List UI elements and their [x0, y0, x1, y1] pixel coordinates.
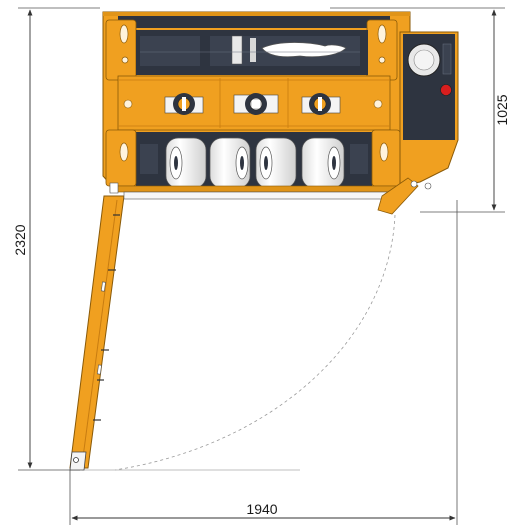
control-cabinet [377, 31, 459, 215]
dimension-height-partial: 1025 [330, 7, 510, 213]
film-roll-1 [165, 137, 207, 189]
width-total-label: 1940 [246, 501, 277, 517]
control-knob-center [233, 93, 279, 115]
control-knob-right [301, 93, 341, 115]
cutter-blade [261, 42, 347, 58]
emergency-stop-button [440, 84, 452, 96]
control-knob-left [164, 93, 204, 115]
dimension-width-total: 1940 [69, 200, 458, 525]
door-swing-arc [114, 214, 396, 471]
height-total-label: 2320 [12, 224, 28, 255]
film-roll-2 [209, 137, 251, 189]
film-roll-4 [301, 137, 345, 189]
dimension-height-total: 2320 [12, 7, 100, 471]
machine-frame [102, 11, 411, 200]
height-partial-label: 1025 [494, 94, 510, 125]
hinged-door-arm [69, 195, 125, 471]
film-roll-3 [255, 137, 297, 189]
